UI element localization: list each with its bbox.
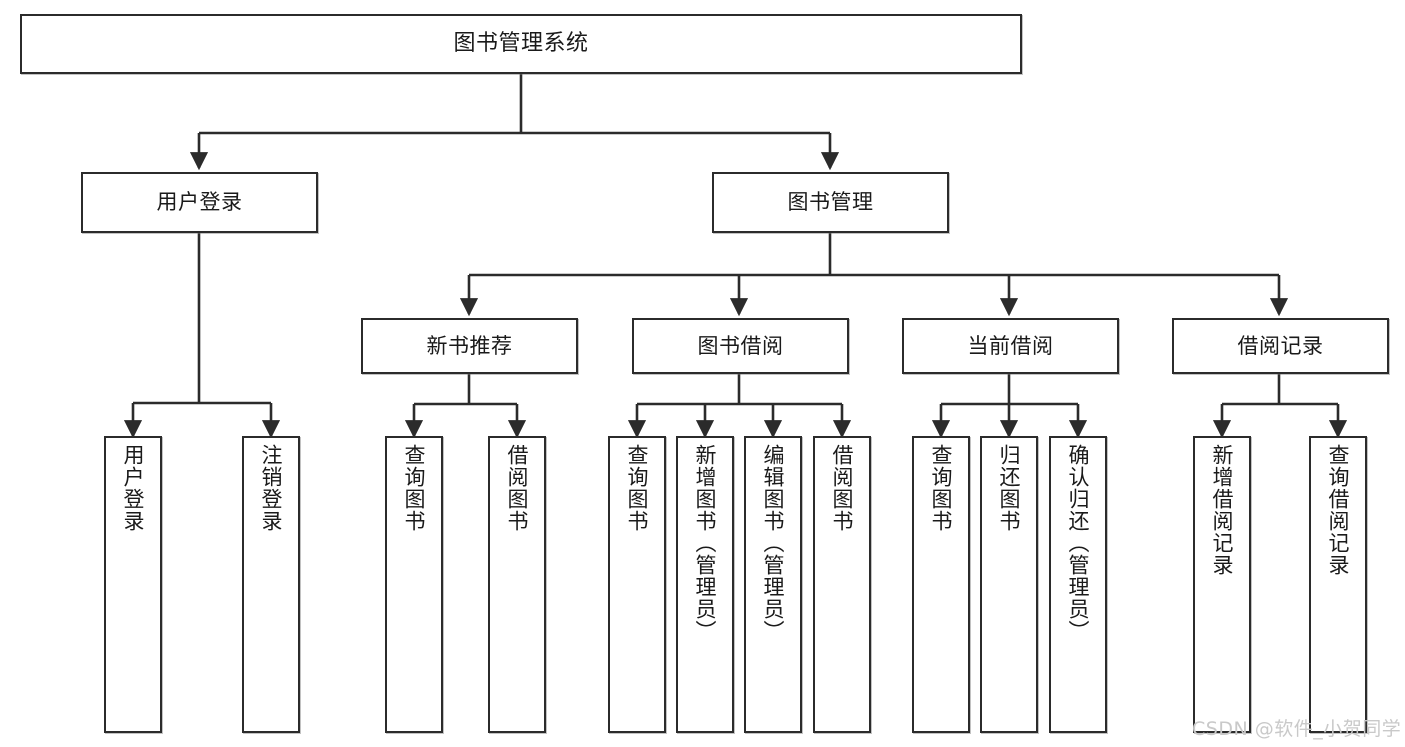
node-book-borrow-label: 图书借阅 xyxy=(697,333,784,358)
node-leaf-confirm-return[interactable]: 确认归还（管理员） xyxy=(1049,436,1107,733)
node-user-login-label: 用户登录 xyxy=(156,190,243,215)
node-user-login[interactable]: 用户登录 xyxy=(81,172,318,233)
node-leaf-query-book-c[interactable]: 查询图书 xyxy=(912,436,970,733)
node-leaf-query-book-a[interactable]: 查询图书 xyxy=(385,436,443,733)
node-book-borrow[interactable]: 图书借阅 xyxy=(632,318,849,374)
node-leaf-query-book-b[interactable]: 查询图书 xyxy=(608,436,666,733)
csdn-watermark: CSDN @软件_小贺同学 xyxy=(1192,718,1402,740)
node-borrow-record-label: 借阅记录 xyxy=(1237,333,1324,358)
node-leaf-borrow-book-a[interactable]: 借阅图书 xyxy=(488,436,546,733)
node-leaf-user-login[interactable]: 用户登录 xyxy=(104,436,162,733)
node-leaf-logout[interactable]: 注销登录 xyxy=(242,436,300,733)
node-current-borrow-label: 当前借阅 xyxy=(967,333,1054,358)
node-leaf-add-record-label: 新增借阅记录 xyxy=(1210,444,1235,576)
node-leaf-user-login-label: 用户登录 xyxy=(121,444,146,532)
node-leaf-query-book-b-label: 查询图书 xyxy=(625,444,650,532)
node-leaf-edit-book-label: 编辑图书（管理员） xyxy=(761,444,786,642)
node-leaf-add-book[interactable]: 新增图书（管理员） xyxy=(676,436,734,733)
node-new-book-recommendation-label: 新书推荐 xyxy=(426,333,513,358)
node-book-manage[interactable]: 图书管理 xyxy=(712,172,949,233)
node-leaf-query-book-c-label: 查询图书 xyxy=(929,444,954,532)
node-leaf-edit-book[interactable]: 编辑图书（管理员） xyxy=(744,436,802,733)
node-leaf-borrow-book-b-label: 借阅图书 xyxy=(830,444,855,532)
node-borrow-record[interactable]: 借阅记录 xyxy=(1172,318,1389,374)
node-leaf-confirm-return-label: 确认归还（管理员） xyxy=(1066,444,1091,642)
node-leaf-logout-label: 注销登录 xyxy=(259,444,284,532)
node-new-book-recommendation[interactable]: 新书推荐 xyxy=(361,318,578,374)
node-leaf-query-record[interactable]: 查询借阅记录 xyxy=(1309,436,1367,733)
node-leaf-borrow-book-b[interactable]: 借阅图书 xyxy=(813,436,871,733)
node-current-borrow[interactable]: 当前借阅 xyxy=(902,318,1119,374)
node-leaf-query-record-label: 查询借阅记录 xyxy=(1326,444,1351,576)
node-leaf-return-book-label: 归还图书 xyxy=(997,444,1022,532)
node-leaf-borrow-book-a-label: 借阅图书 xyxy=(505,444,530,532)
node-root[interactable]: 图书管理系统 xyxy=(20,14,1022,74)
node-leaf-add-book-label: 新增图书（管理员） xyxy=(693,444,718,642)
node-leaf-add-record[interactable]: 新增借阅记录 xyxy=(1193,436,1251,733)
node-leaf-query-book-a-label: 查询图书 xyxy=(402,444,427,532)
node-leaf-return-book[interactable]: 归还图书 xyxy=(980,436,1038,733)
node-root-label: 图书管理系统 xyxy=(453,31,589,57)
node-book-manage-label: 图书管理 xyxy=(787,190,874,215)
